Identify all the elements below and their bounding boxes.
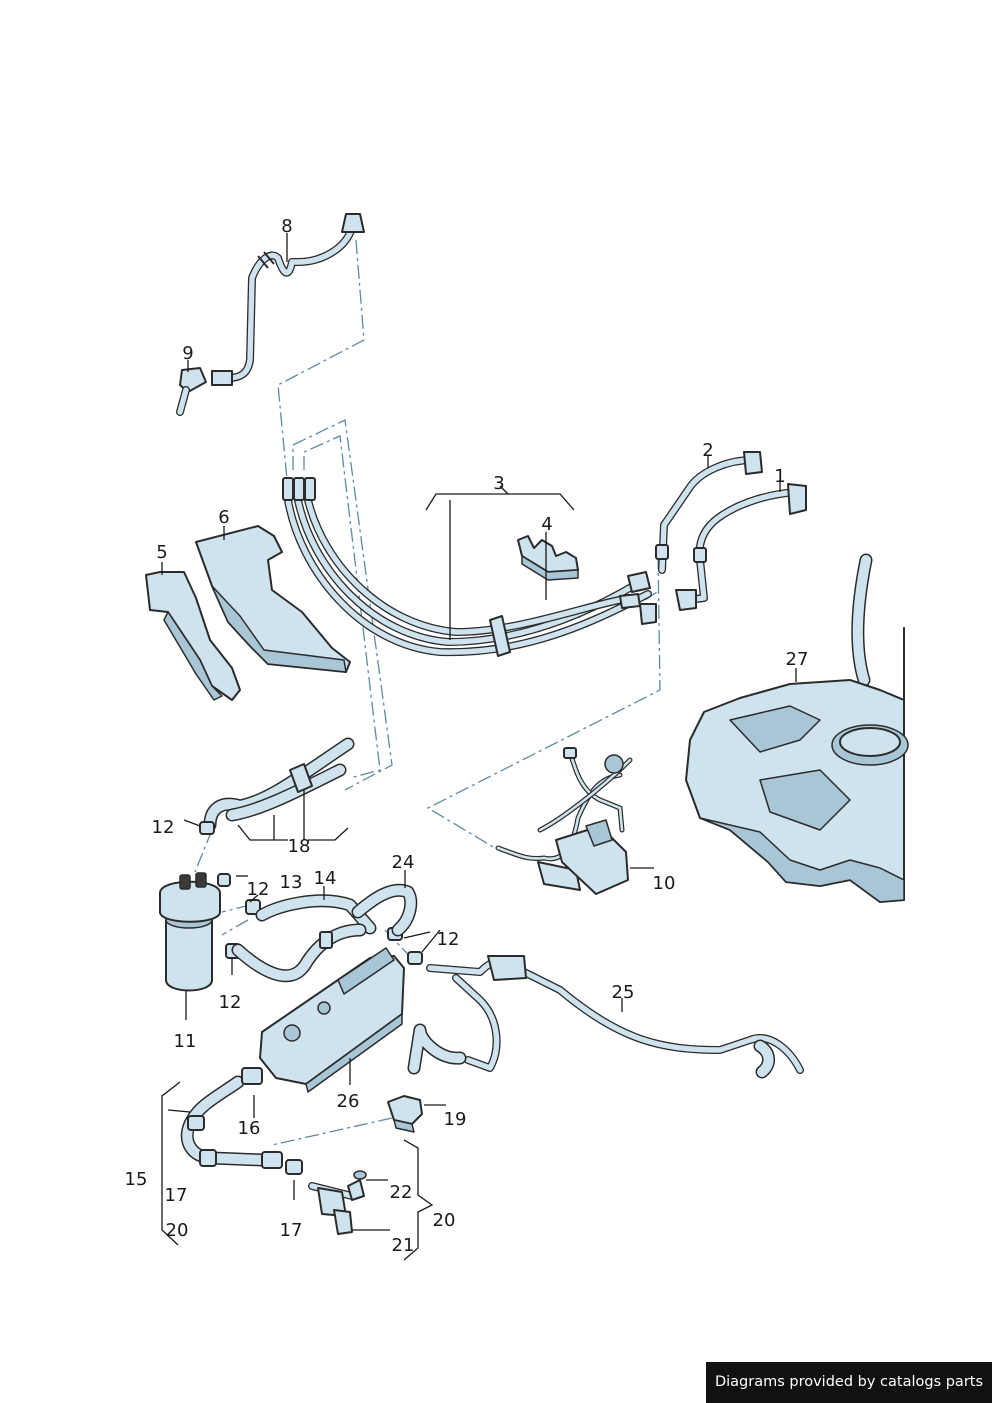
part-label: 12 [247,879,270,900]
fuel-line-8[interactable] [211,213,365,386]
part-label: 27 [786,649,809,670]
shield-6[interactable] [195,525,351,673]
part-label: 3 [493,473,504,494]
part-label: 14 [314,868,337,889]
part-label: 17 [280,1220,303,1241]
part-label: 5 [156,542,167,563]
part-label: 10 [653,873,676,894]
part-label: 18 [288,836,311,857]
part-label: 15 [125,1169,148,1190]
hose-24[interactable] [351,883,418,937]
part-label: 22 [390,1182,413,1203]
clamp-12[interactable] [199,821,423,965]
hose-14[interactable] [231,894,377,983]
fuel-filter-11[interactable] [159,872,221,992]
return-line-25[interactable] [407,955,804,1079]
part-label: 24 [392,852,415,873]
part-label: 1 [774,466,785,487]
fuel-line-2[interactable] [655,451,763,574]
part-label: 20 [433,1210,456,1231]
part-label: 13 [280,872,303,893]
sender-unit-10[interactable] [495,747,633,895]
leader-lines [161,233,797,1261]
part-label: 2 [702,440,713,461]
part-label: 12 [152,817,175,838]
part-label: 11 [174,1031,197,1052]
part-number-labels: 1 2 3 4 5 6 8 9 10 11 12 12 12 12 13 14 … [125,216,809,1256]
heat-shield-26[interactable] [259,947,405,1093]
bracket-5[interactable] [145,571,241,701]
part-label: 20 [166,1220,189,1241]
part-label: 19 [444,1109,467,1130]
connector-9[interactable] [176,367,207,416]
part-label: 21 [392,1235,415,1256]
part-label: 16 [238,1118,261,1139]
part-label: 26 [337,1091,360,1112]
part-label: 25 [612,982,635,1003]
part-label: 6 [218,507,229,528]
clip-19[interactable] [387,1095,423,1133]
clamp-17[interactable] [187,1115,303,1175]
clip-holder-4[interactable] [517,535,579,581]
part-label: 9 [182,343,193,364]
part-label: 12 [437,929,460,950]
part-label: 8 [281,216,292,237]
fuel-line-1[interactable] [675,483,807,611]
fuel-lines-3[interactable] [282,477,657,657]
fuel-tank-27[interactable] [685,553,909,903]
hose-set-18[interactable] [203,737,355,832]
part-label: 12 [219,992,242,1013]
connector-20[interactable] [308,1170,367,1235]
part-label: 4 [541,514,552,535]
part-label: 17 [165,1185,188,1206]
catalog-credit-banner: Diagrams provided by catalogs parts [706,1362,992,1403]
